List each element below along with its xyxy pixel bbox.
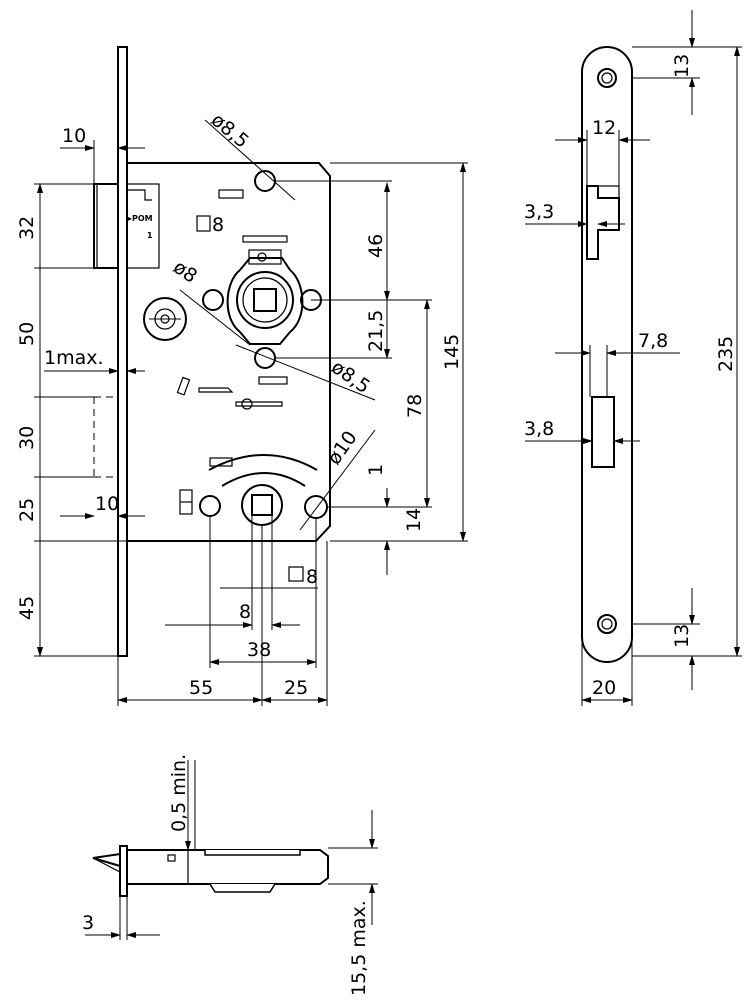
side-hole-left (202, 289, 224, 311)
dia-8-5-top: ø8,5 (207, 109, 253, 153)
front-faceplate (117, 46, 128, 657)
dim-32: 32 (16, 216, 38, 240)
dim-10-top: 10 (62, 125, 86, 147)
side-dim-12: 12 (592, 117, 616, 139)
front-bottom-dimensions: 55 25 38 8 (117, 515, 328, 706)
side-dim-3-3: 3,3 (524, 201, 554, 223)
dim-21-5: 21,5 (365, 310, 387, 352)
side-dim-20: 20 (592, 677, 616, 699)
dia-8: ø8 (169, 256, 201, 288)
side-dim-13-top: 13 (671, 54, 693, 78)
dim-30: 30 (16, 426, 38, 450)
side-dimensions: 13 13 235 12 3,3 7,8 3,8 20 (524, 10, 742, 706)
bottom-dimensions: 0,5 min. 15,5 max. 3 (82, 754, 378, 996)
dim-10-bottom: 10 (95, 493, 119, 515)
side-latch (586, 185, 620, 260)
side-dim-235: 235 (715, 336, 737, 372)
dim-1: 1 (365, 464, 387, 476)
dim-1max: 1max. (44, 347, 104, 369)
turn-arc (208, 454, 318, 487)
side-screw-top (597, 68, 617, 88)
side-deadbolt (591, 396, 615, 468)
bottom-faceplate (119, 845, 128, 897)
dim-38: 38 (247, 639, 271, 661)
side-screw-bottom (597, 614, 617, 634)
bottom-dim-3: 3 (82, 912, 94, 934)
dim-78: 78 (404, 394, 426, 418)
dia-8-5-bottom: ø8,5 (327, 356, 374, 398)
pom-label: ▸POM (128, 214, 153, 223)
dim-45: 45 (16, 596, 38, 620)
dia-10: ø10 (323, 427, 362, 469)
bottom-hole-left (199, 495, 221, 517)
bottom-hole-right (304, 495, 328, 519)
dim-46: 46 (365, 234, 387, 258)
side-view (581, 46, 633, 663)
pom-index: 1 (147, 231, 153, 240)
front-left-dimensions: 32 50 30 25 45 10 1max. 10 (16, 125, 145, 657)
side-dim-13-bottom: 13 (671, 624, 693, 648)
dim-55: 55 (189, 677, 213, 699)
dim-25-bottom: 25 (284, 677, 308, 699)
lock-body (126, 162, 331, 542)
side-dim-7-8: 7,8 (638, 330, 668, 352)
front-view: ▸POM 1 8 (93, 46, 331, 657)
dim-145: 145 (441, 334, 463, 370)
dim-14: 14 (403, 508, 425, 532)
square-8-bottom: 8 (306, 566, 318, 588)
bottom-dim-15-5max: 15,5 max. (348, 900, 370, 996)
side-dim-3-8: 3,8 (524, 418, 554, 440)
front-right-dimensions: 145 78 46 21,5 1 14 ø8,5 ø8 ø8,5 ø10 (169, 109, 468, 575)
bottom-view (92, 845, 329, 897)
dim-25-left: 25 (16, 498, 38, 522)
dim-50: 50 (16, 322, 38, 346)
screw-hole-mid (254, 347, 276, 369)
square-8-top: 8 (212, 214, 224, 236)
dim-8: 8 (239, 601, 251, 623)
latch-bolt (93, 183, 119, 269)
bottom-dim-0-5min: 0,5 min. (168, 754, 190, 832)
follower-hub (226, 235, 304, 345)
